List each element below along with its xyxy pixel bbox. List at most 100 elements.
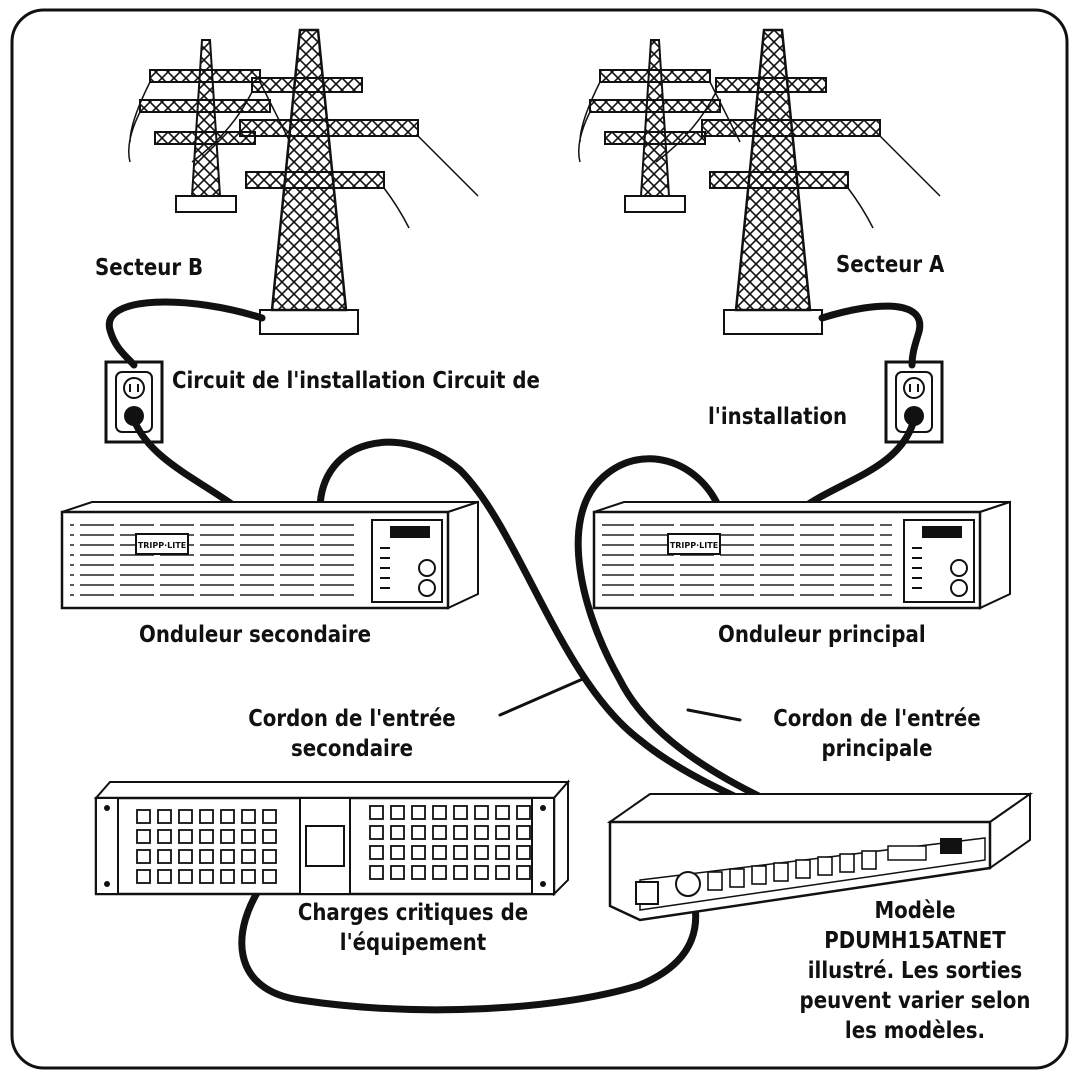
rack-port <box>495 865 510 880</box>
rack-port <box>220 849 235 864</box>
rack-port <box>220 829 235 844</box>
rack-port <box>136 869 151 884</box>
rack-port <box>411 825 426 840</box>
rack-port <box>453 845 468 860</box>
pdu-unit <box>606 792 1034 922</box>
rack-port <box>220 809 235 824</box>
pdu-outlet <box>729 868 745 888</box>
rack-port <box>453 805 468 820</box>
pdu-outlet <box>861 850 877 870</box>
power-pylon-right-large <box>655 28 941 335</box>
rack-port <box>220 869 235 884</box>
rack-port <box>474 805 489 820</box>
pdu-outlet <box>839 853 855 873</box>
rack-port <box>178 809 193 824</box>
label-mains-a: Secteur A <box>836 252 945 278</box>
rack-port <box>199 829 214 844</box>
rack-port <box>411 805 426 820</box>
label-critical-loads: Charges critiques de l'équipement <box>288 898 537 958</box>
rack-port <box>178 869 193 884</box>
rack-port <box>157 849 172 864</box>
wall-outlet-left <box>104 360 164 444</box>
rack-port <box>516 865 531 880</box>
rack-port <box>241 869 256 884</box>
label-model-note-line-3: illustré. Les sorties <box>807 958 1023 984</box>
rack-port <box>390 845 405 860</box>
rack-port <box>262 869 277 884</box>
rack-port <box>262 829 277 844</box>
rack-port <box>157 829 172 844</box>
wall-outlet-right <box>884 360 944 444</box>
pdu-outlet <box>795 859 811 879</box>
rack-port <box>369 845 384 860</box>
label-model-note-line-2: PDUMH15ATNET <box>824 928 1006 954</box>
label-cord-secondary-line-2: secondaire <box>290 736 414 762</box>
label-cord-primary: Cordon de l'entrée principale <box>757 704 998 764</box>
rack-port <box>453 825 468 840</box>
rack-port <box>411 865 426 880</box>
rack-port <box>516 825 531 840</box>
rack-port <box>516 805 531 820</box>
rack-port <box>432 805 447 820</box>
rack-port <box>241 829 256 844</box>
rack-port <box>241 849 256 864</box>
rack-port <box>262 849 277 864</box>
rack-port <box>241 809 256 824</box>
label-model-note-line-4: peuvent varier selon <box>799 988 1031 1014</box>
rack-port <box>199 809 214 824</box>
rack-port <box>495 805 510 820</box>
rack-port <box>157 809 172 824</box>
rack-port <box>453 865 468 880</box>
rack-port <box>516 845 531 860</box>
pdu-outlet <box>773 862 789 882</box>
rack-port <box>495 825 510 840</box>
rack-port <box>369 805 384 820</box>
rack-port <box>369 825 384 840</box>
rack-port <box>390 865 405 880</box>
pdu-outlet <box>751 865 767 885</box>
power-pylon-left-large <box>191 28 479 335</box>
label-critical-loads-line-1: Charges critiques de <box>297 900 529 926</box>
rack-port <box>390 805 405 820</box>
rack-port <box>262 809 277 824</box>
ups-brand-logo-left: TRIPP·LITE <box>138 541 186 550</box>
rack-port <box>432 825 447 840</box>
critical-equipment-rack <box>93 779 571 897</box>
rack-port <box>157 869 172 884</box>
label-ups-secondary: Onduleur secondaire <box>139 622 372 648</box>
label-model-note-line-1: Modèle <box>874 898 956 924</box>
label-cord-secondary-line-1: Cordon de l'entrée <box>248 706 456 732</box>
rack-port <box>474 865 489 880</box>
rack-port <box>390 825 405 840</box>
ups-secondary-unit: TRIPP·LITE <box>60 500 479 610</box>
rack-port <box>474 825 489 840</box>
ups-brand-logo-right: TRIPP·LITE <box>670 541 718 550</box>
rack-port <box>432 845 447 860</box>
label-cord-secondary: Cordon de l'entrée secondaire <box>232 704 473 764</box>
rack-port <box>495 845 510 860</box>
rack-port <box>178 849 193 864</box>
rack-port <box>199 849 214 864</box>
label-ups-primary: Onduleur principal <box>718 622 926 648</box>
ups-primary-unit: TRIPP·LITE <box>592 500 1011 610</box>
label-critical-loads-line-2: l'équipement <box>339 930 487 956</box>
pdu-outlet <box>707 871 723 891</box>
pdu-outlet <box>817 856 833 876</box>
label-cord-primary-line-2: principale <box>821 736 933 762</box>
label-model-note: Modèle PDUMH15ATNET illustré. Les sortie… <box>799 896 1031 1046</box>
rack-port <box>411 845 426 860</box>
rack-port <box>369 865 384 880</box>
rack-port <box>136 829 151 844</box>
rack-port <box>474 845 489 860</box>
label-cord-primary-line-1: Cordon de l'entrée <box>773 706 981 732</box>
rack-port <box>136 849 151 864</box>
rack-port <box>199 869 214 884</box>
rack-port <box>432 865 447 880</box>
label-mains-b: Secteur B <box>95 255 204 281</box>
rack-port <box>178 829 193 844</box>
rack-port <box>136 809 151 824</box>
label-facility-circuit-left: Circuit de l'installation Circuit de <box>172 368 540 394</box>
label-model-note-line-5: les modèles. <box>844 1018 986 1044</box>
